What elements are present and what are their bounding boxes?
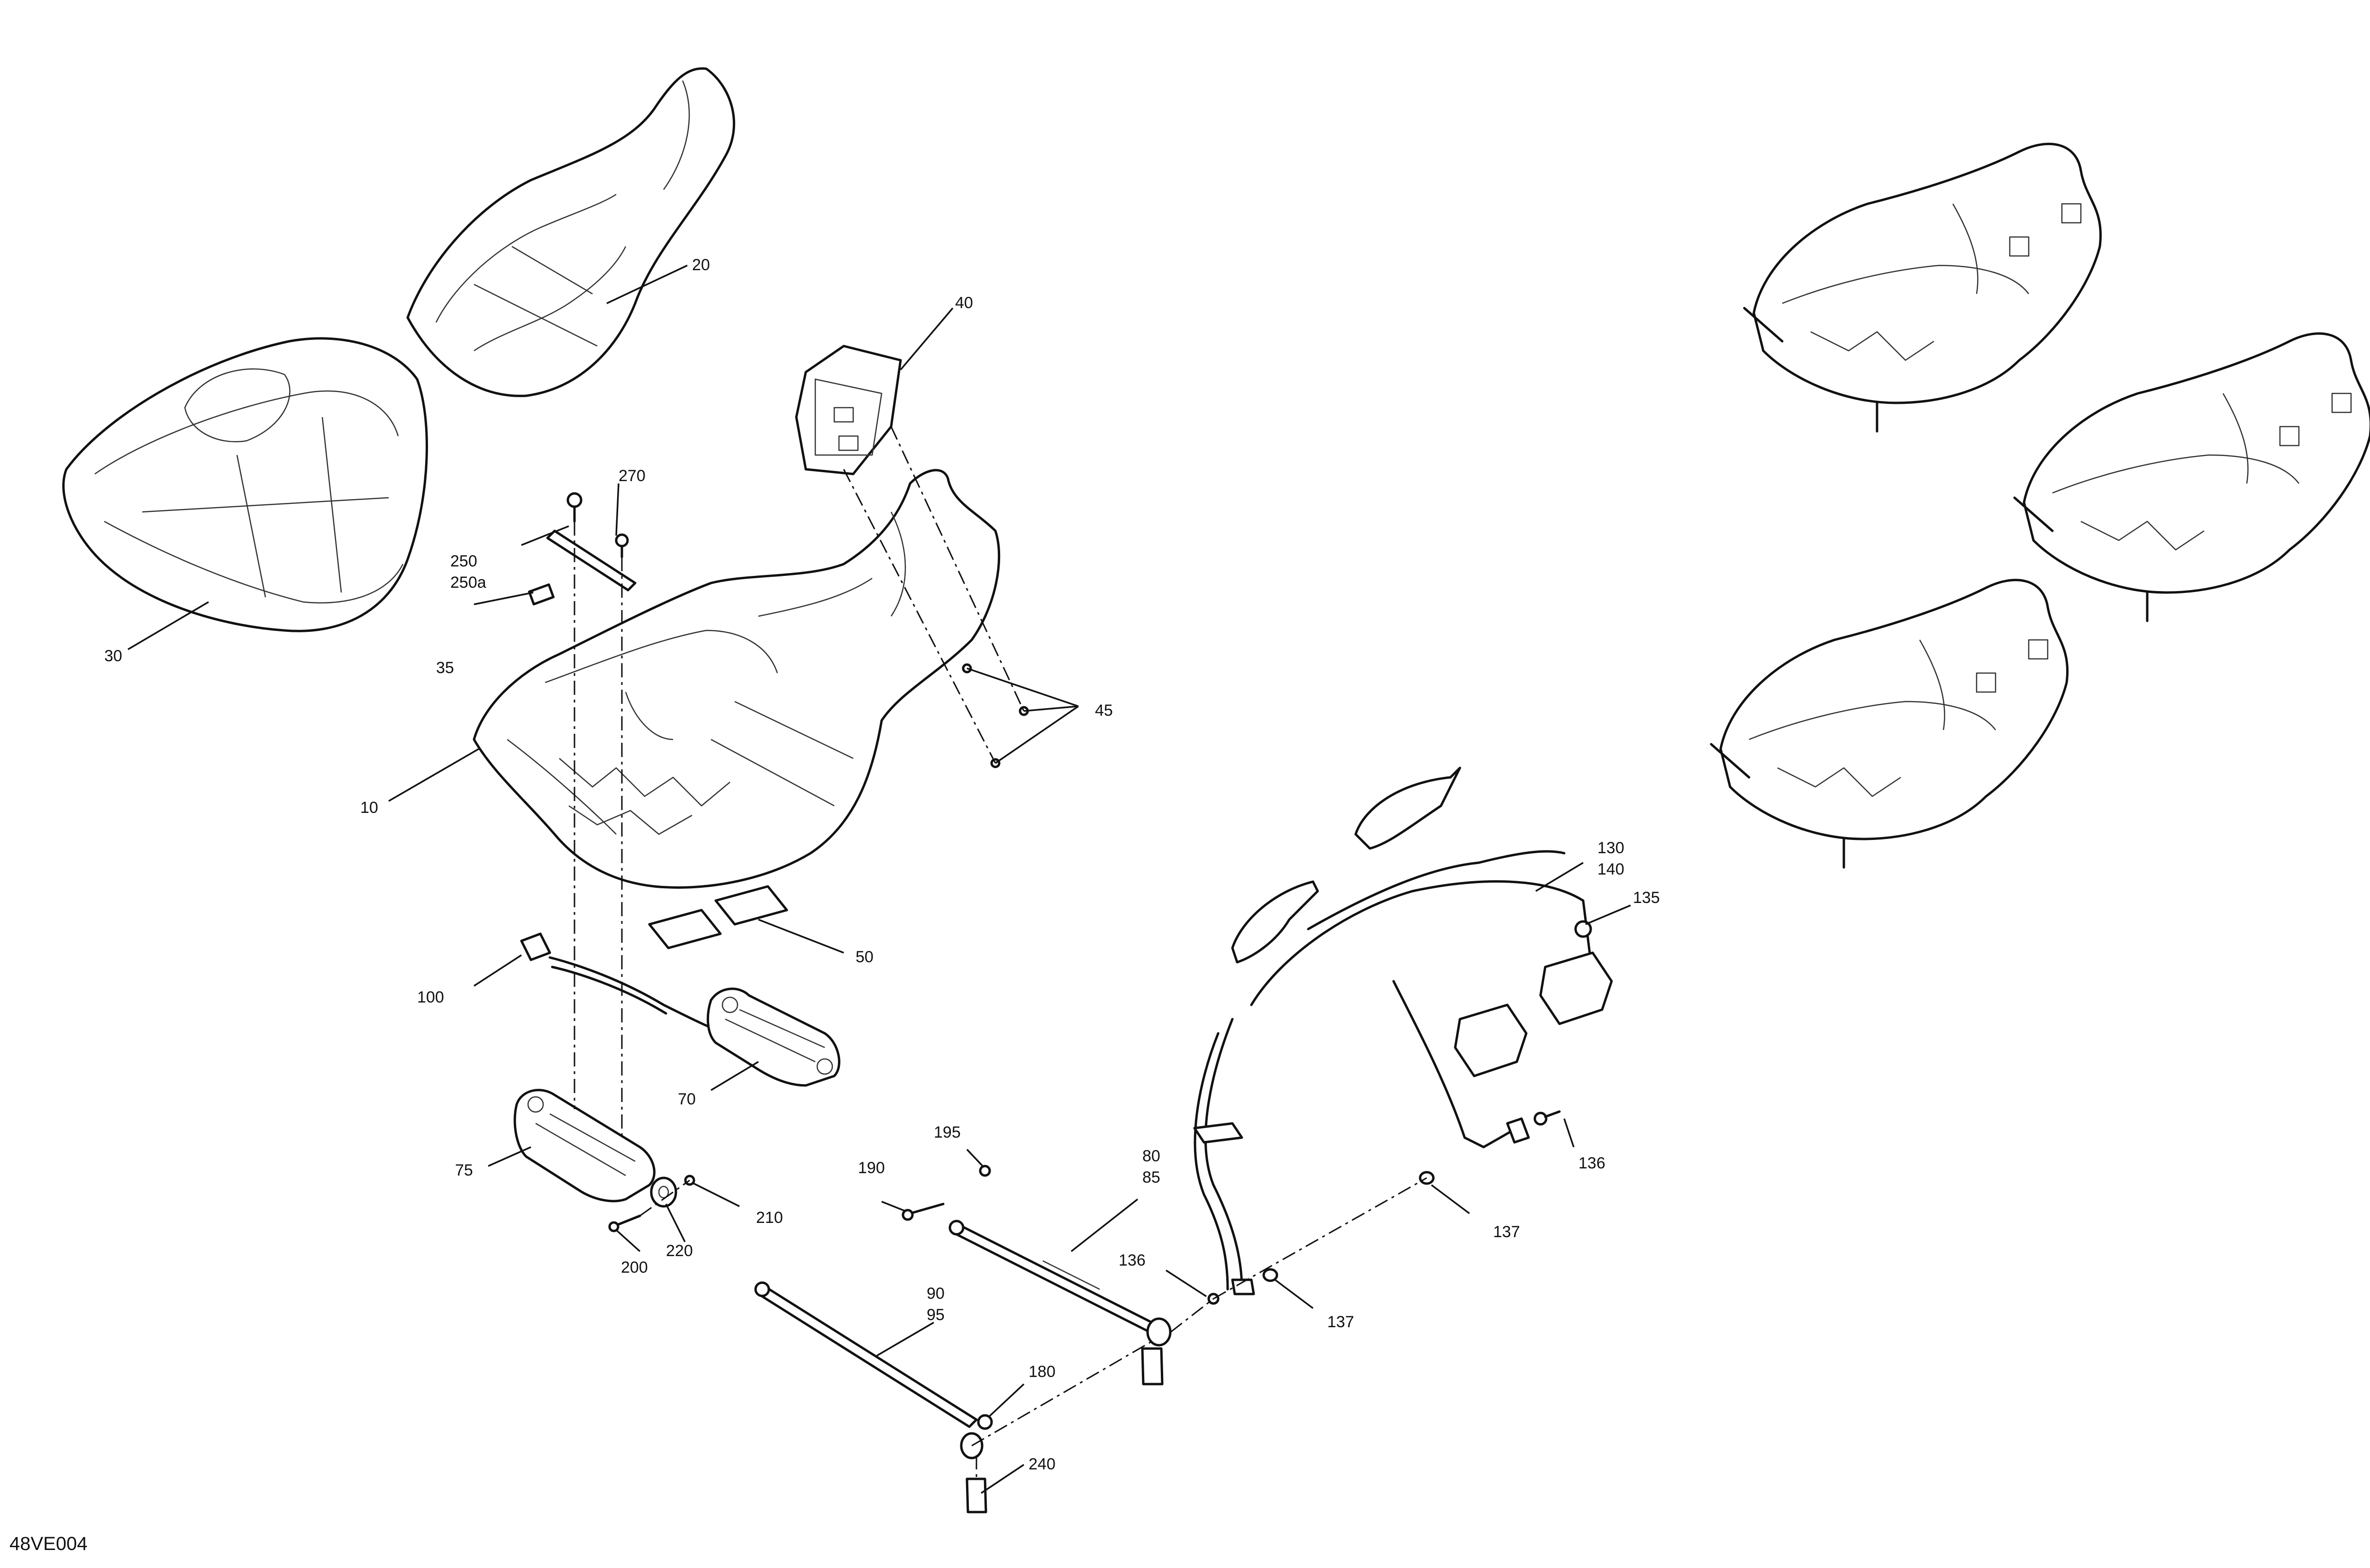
seat-cushion-part: [62, 337, 428, 632]
front-bar-part: [754, 1281, 984, 1459]
callout-95: 95: [927, 1306, 945, 1324]
rail-slider-part: [706, 987, 840, 1087]
callout-labels: 10 20 30 35 40 45 50 70 75 80 85 90 95 1…: [104, 256, 1660, 1473]
seat-frame-part: [473, 469, 1001, 889]
strap-and-screws-part: [546, 492, 637, 592]
headrest-screws-part: [962, 663, 1029, 768]
callout-250a: 250a: [450, 574, 486, 592]
bushing-and-pin-part: [966, 1414, 993, 1513]
rear-bar-part: [948, 1220, 1172, 1386]
callout-137-lower: 137: [1327, 1313, 1354, 1331]
callout-35: 35: [436, 659, 454, 677]
callout-100: 100: [417, 988, 444, 1006]
callout-85: 85: [1142, 1168, 1160, 1186]
leader-lines: [128, 264, 1631, 1494]
callout-80: 80: [1142, 1147, 1160, 1165]
callout-50: 50: [856, 948, 874, 966]
callout-70: 70: [678, 1090, 696, 1108]
callout-250: 250: [450, 552, 477, 570]
callout-137-upper: 137: [1493, 1223, 1520, 1241]
alignment-lines: [574, 426, 1427, 1479]
callout-10: 10: [360, 799, 378, 817]
callout-140: 140: [1597, 860, 1624, 878]
callout-30: 30: [104, 647, 122, 665]
seat-belt-assembly-part: [1193, 766, 1613, 1305]
callout-210: 210: [756, 1209, 783, 1227]
callout-180: 180: [1029, 1363, 1056, 1381]
callout-136-upper: 136: [1578, 1154, 1605, 1172]
pads-part: [648, 885, 788, 949]
callout-220: 220: [666, 1242, 693, 1260]
assembled-seat-view-top: [1743, 143, 2102, 433]
callout-130: 130: [1597, 839, 1624, 857]
callout-190: 190: [858, 1159, 885, 1177]
callout-136-lower: 136: [1119, 1251, 1146, 1269]
callout-270: 270: [619, 467, 646, 485]
callout-90: 90: [927, 1285, 945, 1303]
callout-45: 45: [1095, 702, 1113, 720]
assembled-seat-view-bottom: [1710, 579, 2069, 869]
diagram-reference-code: 48VE004: [9, 1533, 88, 1554]
assembled-seat-view-middle: [2013, 332, 2370, 622]
callout-135: 135: [1633, 889, 1660, 907]
callout-195: 195: [934, 1123, 961, 1141]
callout-40: 40: [955, 294, 973, 312]
release-cable-part: [520, 932, 741, 1039]
callout-240: 240: [1029, 1455, 1056, 1473]
bar-bolt-nut-part: [902, 1165, 991, 1221]
seat-backrest-part: [406, 67, 736, 397]
callout-20: 20: [692, 256, 710, 274]
bolt-washer-spacer-part: [608, 1175, 695, 1232]
callout-200: 200: [621, 1258, 648, 1276]
headrest-bracket-part: [795, 345, 902, 475]
callout-75: 75: [455, 1161, 473, 1179]
rail-bracket-part: [513, 1089, 656, 1203]
clip-part: [528, 583, 555, 606]
